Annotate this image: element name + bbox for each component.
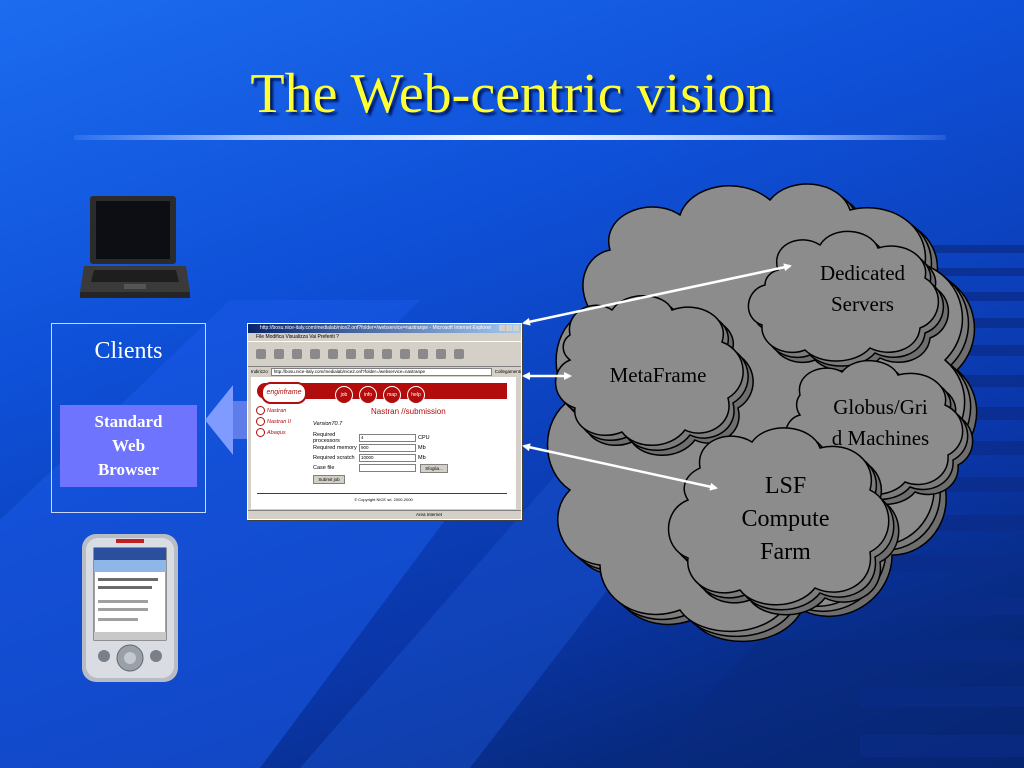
memory-field: 900 <box>359 444 416 452</box>
processors-label: Required processors <box>313 432 340 444</box>
standard-web-browser-box: Standard Web Browser <box>60 405 197 487</box>
links-label: Collegamenti <box>494 369 521 374</box>
dedicated-servers-cloud <box>747 230 950 372</box>
laptop-icon <box>80 196 190 298</box>
case-file-field <box>359 464 416 472</box>
dedicated-servers-label: Dedicated Servers <box>819 261 906 316</box>
memory-label: Required memory <box>313 445 357 451</box>
side-links: Nastran Nastran II Abaqus <box>256 406 291 439</box>
favorites-icon <box>364 349 374 359</box>
browser-statusbar: Area Internet <box>248 510 521 519</box>
lsf-cloud <box>667 427 900 616</box>
mail-icon <box>436 349 446 359</box>
search-icon <box>346 349 356 359</box>
address-bar: Indirizzo http://bosu.nice-italy.com/med… <box>248 367 521 376</box>
scratch-field: 10000 <box>359 454 416 462</box>
print-icon <box>454 349 464 359</box>
copyright-text: © Copyright NICE srl, 2000-2000 <box>354 497 413 502</box>
left-arrow-icon <box>205 385 250 455</box>
page-heading: Nastran //submission <box>371 407 446 416</box>
page-divider <box>257 493 507 494</box>
scratch-label: Required scratch <box>313 455 355 461</box>
close-icon <box>513 325 519 331</box>
fullscreen-icon <box>418 349 428 359</box>
history-icon <box>382 349 392 359</box>
enginframe-nav: job info map help <box>335 386 425 404</box>
metaframe-label: MetaFrame <box>609 363 707 387</box>
channels-icon <box>400 349 410 359</box>
clients-box: Clients Standard Web Browser <box>51 323 206 513</box>
nav-map: map <box>383 386 401 404</box>
browser-toolbar <box>248 342 521 367</box>
browser-page-content: job info map help enginframe Nastran //s… <box>251 377 516 509</box>
processors-unit: CPU <box>418 435 430 441</box>
lsf-compute-farm-label: LSF Compute Farm <box>741 473 830 565</box>
arrow-to-lsf <box>522 443 718 491</box>
nav-job: job <box>335 386 353 404</box>
arrow-to-dedicated-servers <box>522 263 792 326</box>
nav-help: help <box>407 386 425 404</box>
back-icon <box>256 349 266 359</box>
enginframe-logo: enginframe <box>261 382 307 404</box>
browse-button: Sfoglia... <box>420 463 448 473</box>
submit-job-button: Submit job <box>313 475 345 484</box>
refresh-icon <box>310 349 320 359</box>
status-zone: Area Internet <box>416 512 443 517</box>
processors-field: 4 <box>359 434 416 442</box>
enginframe-banner: job info map help <box>257 383 507 404</box>
address-label: Indirizzo <box>251 369 268 374</box>
title-divider <box>74 135 946 140</box>
processors-row: Required processors 4 CPU <box>313 432 448 444</box>
version-text: Version70.7 <box>313 421 343 427</box>
scratch-unit: Mb <box>418 455 426 461</box>
side-link-abaqus: Abaqus <box>256 428 291 439</box>
browser-window-screenshot: http://bosu.nice-italy.com/medialab/nice… <box>247 323 522 520</box>
minimize-icon <box>499 325 505 331</box>
submission-form: Version70.7 Required processors 4 CPU Re… <box>313 421 448 484</box>
clients-label: Clients <box>94 338 163 364</box>
case-file-row: Case file Sfoglia... <box>313 463 448 473</box>
stop-icon <box>292 349 302 359</box>
maximize-icon <box>506 325 512 331</box>
nav-info: info <box>359 386 377 404</box>
address-field: http://bosu.nice-italy.com/medialab/nice… <box>270 367 492 376</box>
window-controls <box>499 325 519 331</box>
browser-title-text: http://bosu.nice-italy.com/medialab/nice… <box>260 325 492 331</box>
home-icon <box>328 349 338 359</box>
side-link-nastran-ii: Nastran II <box>256 417 291 428</box>
browser-menubar: File Modifica Visualizza Vai Preferiti ? <box>248 333 521 342</box>
memory-unit: Mb <box>418 445 426 451</box>
slide-title: The Web-centric vision <box>250 63 774 125</box>
pda-icon <box>82 534 178 682</box>
browser-titlebar: http://bosu.nice-italy.com/medialab/nice… <box>248 324 521 333</box>
side-link-nastran: Nastran <box>256 406 291 417</box>
memory-row: Required memory 900 Mb <box>313 443 448 453</box>
globus-label: Globus/Gri d Machines <box>831 395 930 450</box>
forward-icon <box>274 349 284 359</box>
case-file-label: Case file <box>313 465 335 471</box>
scratch-row: Required scratch 10000 Mb <box>313 453 448 463</box>
